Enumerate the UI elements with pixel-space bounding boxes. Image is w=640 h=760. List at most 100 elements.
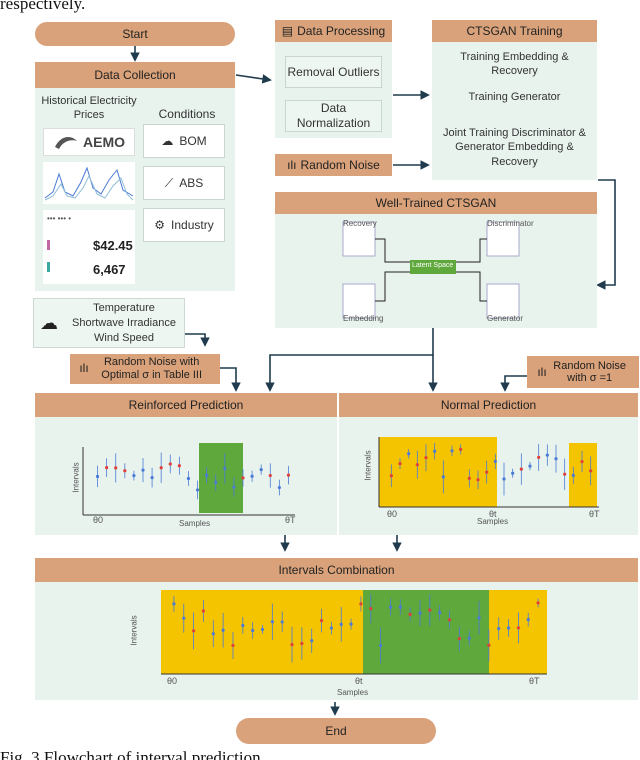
interval-point (268, 473, 272, 478)
normal-plot (378, 437, 599, 508)
removal-outliers: Removal Outliers (285, 56, 382, 88)
interval-point (105, 466, 109, 470)
interval-point (407, 452, 411, 456)
interval-point (221, 628, 225, 632)
price-chart-thumbnail (43, 162, 135, 204)
interval-point (502, 477, 506, 481)
interval-point (214, 480, 218, 485)
interval-point (467, 476, 471, 481)
arrow-weather-to-noise (185, 333, 210, 347)
interval-point (554, 457, 558, 461)
reinforced-prediction-panel: Intervals Samples θ0 θT (35, 417, 337, 535)
interval-point (580, 459, 584, 464)
interval-point (359, 602, 363, 606)
industry-condition: ⚙ Industry (143, 208, 225, 242)
normal-x-mid: θt (489, 509, 497, 519)
interval-point (398, 605, 402, 609)
interval-point (260, 627, 265, 632)
interval-point (150, 476, 154, 480)
interval-point (241, 476, 245, 480)
interval-point (457, 637, 461, 641)
interval-point (186, 476, 191, 481)
interval-point (114, 466, 118, 470)
robot-arm-icon: ⚙ (154, 217, 166, 232)
noise-optimal-label: Random Noise with Optimal σ in Table III (101, 356, 203, 381)
combination-x-end: θT (529, 676, 540, 686)
start-node: Start (35, 22, 235, 46)
end-node: End (236, 718, 436, 744)
interval-point (467, 636, 471, 640)
well-trained-panel: Recovery Discriminator Latent Space Embe… (275, 214, 597, 328)
noise-unit-label: Random Noise with σ =1 (553, 360, 627, 384)
interval-point (211, 632, 215, 636)
interval-point (286, 473, 291, 477)
interval-point (389, 474, 393, 478)
price-sparkline (44, 166, 134, 201)
combo-green-middle (363, 590, 489, 674)
ctsgan-training-panel: Training Embedding & Recovery Training G… (432, 42, 597, 180)
interval-point (277, 485, 281, 490)
abs-condition: ⟋ABS (143, 166, 225, 200)
aemo-logo-text: AEMO (83, 134, 125, 150)
combination-plot (161, 590, 547, 675)
interval-point (369, 607, 373, 611)
interval-point (519, 467, 523, 471)
weather-irradiance: Shortwave Irradiance (72, 317, 176, 329)
interval-point (201, 609, 206, 613)
interval-point (476, 478, 480, 482)
arrow-training-to-welltrained (596, 179, 616, 290)
combination-panel: Intervals Samples θ0 θt θT (35, 582, 638, 700)
arrow-welltrained-to-reinforced (265, 328, 434, 392)
embedding-label: Embedding (343, 314, 384, 323)
recovery-label: Recovery (343, 219, 377, 228)
combination-x-mid: θt (355, 676, 363, 686)
interval-point (182, 616, 186, 620)
latent-space-block (410, 260, 456, 274)
noise-optimal-box: ılı Random Noise with Optimal σ in Table… (70, 354, 220, 384)
generator-block (486, 283, 520, 319)
keyboard-icon: ▤ (281, 24, 294, 38)
reinforced-x-end: θT (285, 515, 296, 525)
combo-yellow-left (161, 590, 363, 674)
training-step-1: Training Embedding & Recovery (460, 51, 569, 78)
caption-bottom: Fig. 3 Flowchart of interval prediction. (0, 748, 265, 760)
training-step-2: Training Generator (468, 91, 561, 103)
industry-label: Industry (171, 217, 214, 232)
interval-point (506, 626, 511, 630)
normal-prediction-panel: Intervals Samples θ0 θt θT (339, 417, 638, 535)
generator-label: Generator (487, 314, 524, 323)
interval-point (123, 469, 127, 473)
interval-point (459, 447, 463, 451)
weather-wind: Wind Speed (94, 332, 154, 344)
caption-top: respectively. (0, 0, 86, 13)
aemo-swirl-icon (55, 137, 77, 149)
aemo-logo: AEMO (43, 128, 135, 156)
conditions-label: Conditions (158, 107, 216, 121)
interval-point (477, 616, 481, 620)
data-processing-panel: Removal Outliers Data Normalization (275, 42, 392, 138)
interval-point (379, 643, 383, 648)
normal-ylabel: Intervals (363, 450, 373, 481)
interval-point (433, 449, 437, 453)
interval-point (177, 464, 181, 468)
demand-value: 6,467 (93, 262, 126, 277)
abs-label: ABS (179, 175, 204, 190)
interval-point (415, 463, 419, 467)
interval-point (424, 456, 428, 460)
discriminator-block (486, 221, 520, 257)
historical-prices-label: Historical Electricity Prices (41, 95, 137, 122)
soundwave-icon: ılı (537, 365, 547, 379)
interval-point (329, 626, 333, 630)
data-processing-title: Data Processing (297, 24, 386, 38)
combination-ylabel: Intervals (129, 615, 139, 646)
combination-x-start: θ0 (167, 676, 178, 686)
interval-point (450, 449, 454, 453)
interval-point (310, 639, 314, 643)
interval-point (511, 471, 515, 475)
reinforced-prediction-header: Reinforced Prediction (35, 393, 337, 417)
normal-xlabel: Samples (477, 517, 509, 526)
interval-point (589, 469, 593, 473)
combination-header: Intervals Combination (35, 558, 638, 582)
interval-point (516, 626, 520, 630)
